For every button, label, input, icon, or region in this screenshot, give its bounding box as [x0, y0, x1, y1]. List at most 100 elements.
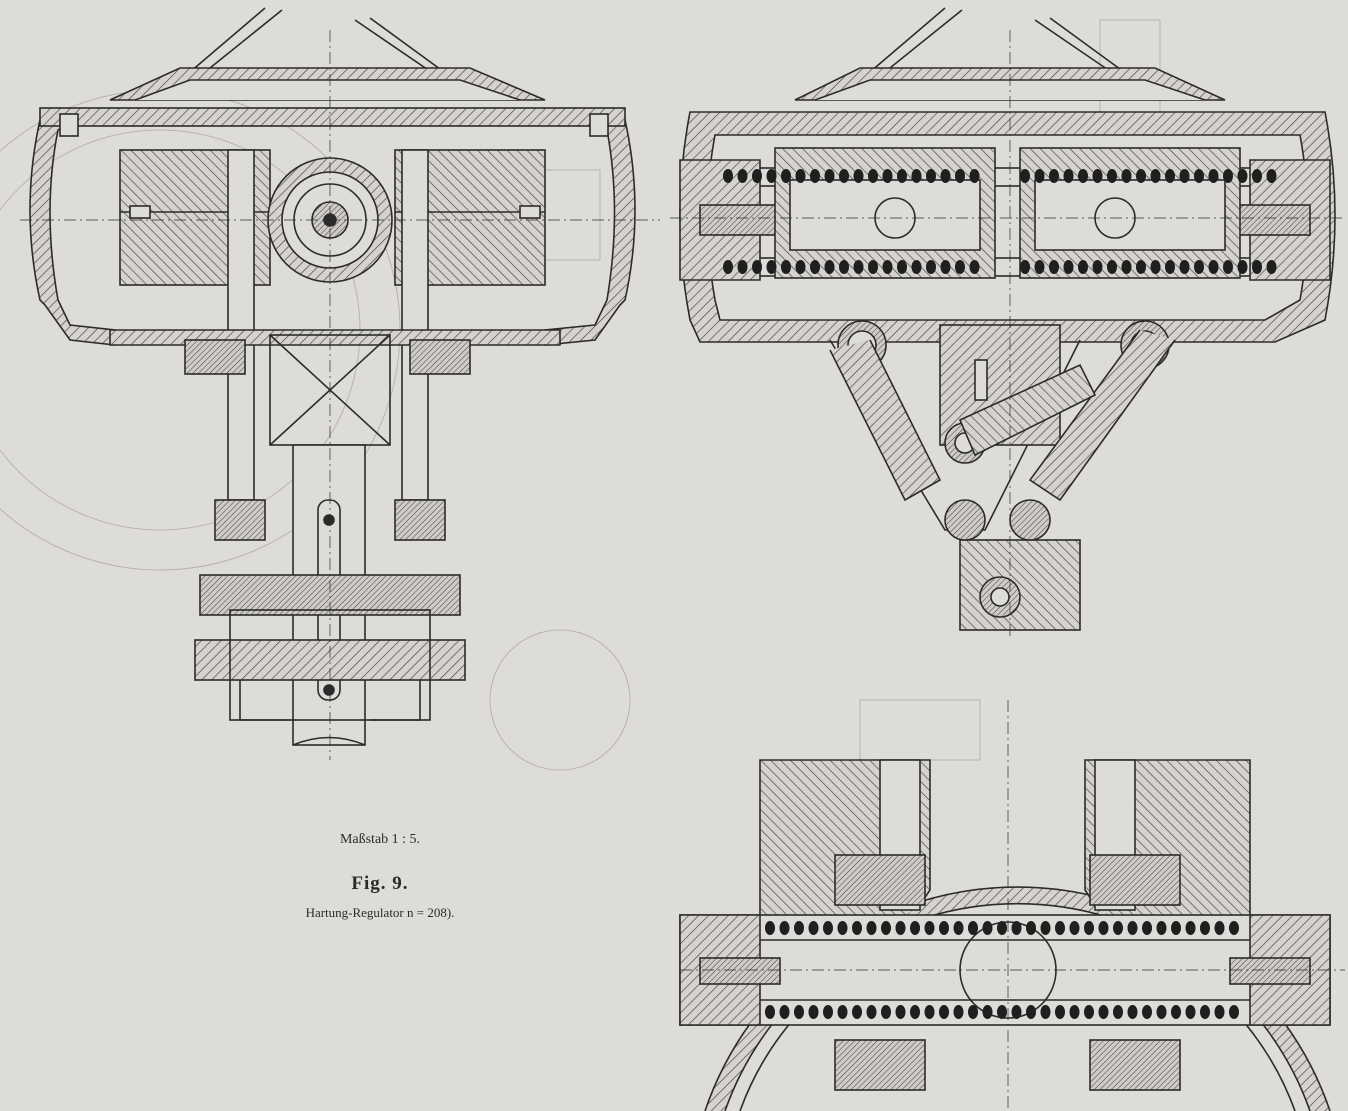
- spring-coil: [810, 260, 820, 274]
- spring-coil: [1252, 260, 1262, 274]
- spring-coil: [939, 1005, 949, 1019]
- spring-coil: [968, 1005, 978, 1019]
- spring-coil: [895, 1005, 906, 1019]
- spring-coil: [881, 921, 891, 935]
- spring-coil: [837, 1005, 848, 1019]
- spring-coil: [866, 921, 877, 935]
- spring-coil: [997, 1005, 1007, 1019]
- spring-coil: [737, 169, 748, 183]
- spring-coil: [779, 1005, 790, 1019]
- spring-coil: [1142, 1005, 1152, 1019]
- spring-coil: [1200, 1005, 1210, 1019]
- spring-coil: [997, 921, 1007, 935]
- spring-coil: [982, 1005, 993, 1019]
- spring-coil: [1142, 921, 1152, 935]
- spring-coil: [1171, 1005, 1181, 1019]
- spring-coil: [1069, 1005, 1080, 1019]
- spring-coil: [1266, 260, 1277, 274]
- spring-coil: [837, 921, 848, 935]
- spring-coil: [881, 1005, 891, 1019]
- spring-coil: [781, 169, 791, 183]
- spring-coil: [924, 1005, 935, 1019]
- spring-coil: [1185, 921, 1196, 935]
- spring-coil: [853, 169, 864, 183]
- plan-view-right-bottom: [679, 700, 1345, 1111]
- spring-coil: [1156, 1005, 1167, 1019]
- spring-coil: [1034, 260, 1045, 274]
- spring-coil: [1026, 1005, 1036, 1019]
- spring-coil: [897, 260, 907, 274]
- spring-coil: [766, 260, 777, 274]
- spring-coil: [1200, 921, 1210, 935]
- spring-coil: [868, 260, 878, 274]
- spring-coil: [1185, 1005, 1196, 1019]
- spring-coil: [839, 169, 849, 183]
- spring-coil: [924, 921, 935, 935]
- spring-coil: [1092, 169, 1103, 183]
- spring-coil: [939, 921, 949, 935]
- spring-coil: [868, 169, 878, 183]
- spring-coil: [1223, 260, 1233, 274]
- spring-coil: [1156, 921, 1167, 935]
- spring-coil: [765, 921, 775, 935]
- spring-coil: [982, 921, 993, 935]
- spring-coil: [1069, 921, 1080, 935]
- spring-coil: [1229, 1005, 1239, 1019]
- spring-coil: [1011, 1005, 1022, 1019]
- spring-coil: [1165, 169, 1175, 183]
- spring-coil: [852, 1005, 862, 1019]
- spring-coil: [1084, 921, 1094, 935]
- spring-coil: [1179, 260, 1190, 274]
- figure-title: Hartung-Regulator n = 208).: [305, 905, 455, 920]
- section-view-left: [20, 7, 660, 760]
- spring-coil: [911, 169, 922, 183]
- spring-coil: [1150, 169, 1161, 183]
- spring-coil: [1113, 1005, 1123, 1019]
- spring-coil: [723, 169, 733, 183]
- spring-coil: [1084, 1005, 1094, 1019]
- spring-coil: [1026, 921, 1036, 935]
- spring-coil: [1150, 260, 1161, 274]
- spring-coil: [1107, 169, 1117, 183]
- spring-coil: [1194, 169, 1204, 183]
- spring-coil: [1063, 260, 1074, 274]
- spring-coil: [766, 169, 777, 183]
- spring-coil: [1194, 260, 1204, 274]
- spring-coil: [779, 921, 790, 935]
- spring-coil: [1011, 921, 1022, 935]
- spring-coil: [1237, 169, 1248, 183]
- spring-coils: [723, 169, 1277, 1019]
- spring-coil: [1165, 260, 1175, 274]
- spring-coil: [1020, 169, 1030, 183]
- section-view-right-top: [670, 7, 1345, 640]
- spring-coil: [823, 1005, 833, 1019]
- spring-coil: [752, 260, 762, 274]
- spring-coil: [1127, 921, 1138, 935]
- spring-coil: [1121, 260, 1132, 274]
- spring-coil: [1136, 169, 1146, 183]
- spring-coil: [1098, 921, 1109, 935]
- spring-coil: [866, 1005, 877, 1019]
- spring-coil: [1034, 169, 1045, 183]
- spring-coil: [1214, 1005, 1225, 1019]
- spring-coil: [1179, 169, 1190, 183]
- spring-coil: [810, 169, 820, 183]
- spring-coil: [1020, 260, 1030, 274]
- spring-coil: [910, 1005, 920, 1019]
- spring-coil: [911, 260, 922, 274]
- spring-coil: [1266, 169, 1277, 183]
- spring-coil: [895, 921, 906, 935]
- spring-coil: [1229, 921, 1239, 935]
- spring-coil: [752, 169, 762, 183]
- spring-coil: [1208, 260, 1219, 274]
- spring-coil: [737, 260, 748, 274]
- spring-coil: [1113, 921, 1123, 935]
- spring-coil: [1078, 260, 1088, 274]
- spring-coil: [808, 921, 819, 935]
- spring-coil: [940, 169, 951, 183]
- spring-coil: [1040, 921, 1051, 935]
- spring-coil: [897, 169, 907, 183]
- spring-coil: [824, 260, 835, 274]
- spring-coil: [1098, 1005, 1109, 1019]
